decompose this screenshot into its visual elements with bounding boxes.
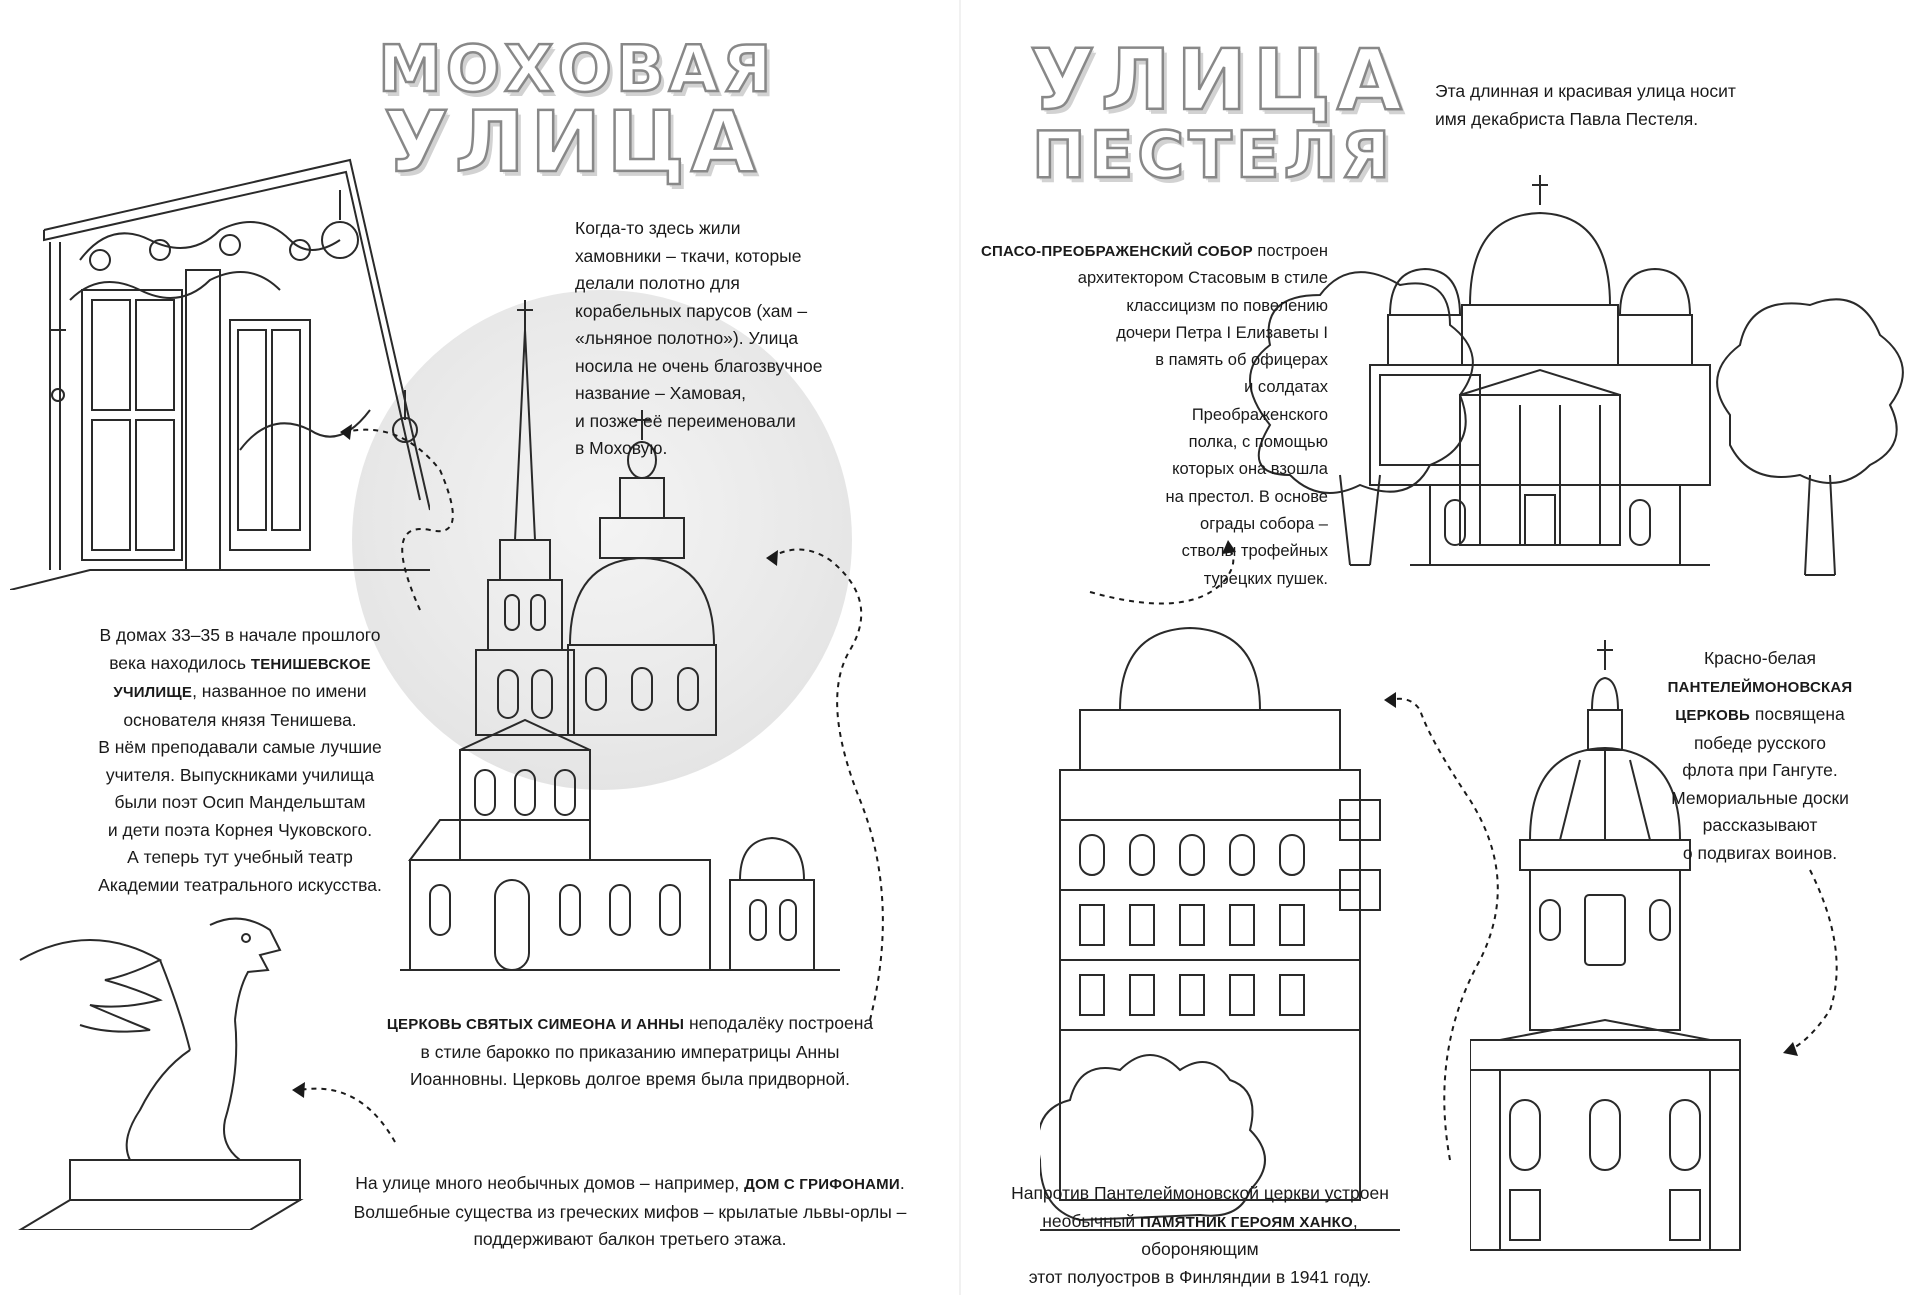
griffins-line: поддерживают балкон третьего этажа. [473,1229,787,1249]
tenishev-line: учителя. Выпускниками училища [105,764,375,785]
right-page: УЛИЦА ПЕСТЕЛЯ Эта длинная и красивая ули… [960,0,1920,1295]
church-line: в стиле барокко по приказанию императриц… [420,1041,840,1062]
cathedral-bold: СПАСО-ПРЕОБРАЖЕНСКИЙ СОБОР [980,243,1253,260]
page-gutter [959,0,961,1295]
tenishev-line: века находилось ТЕНИШЕВСКОЕ [109,652,371,673]
intro-line: Когда-то здесь жили [575,218,741,238]
cathedral-line: полка, с помощью [1188,433,1328,452]
intro-line: хамовники – ткачи, которые [575,245,802,266]
tenishev-line: основателя князя Тенишева. [123,709,357,730]
church-simeon-anna-text: ЦЕРКОВЬ СВЯТЫХ СИМЕОНА И АННЫ неподалёку… [385,1010,875,1094]
panteleimon-bold: ПАНТЕЛЕЙМОНОВСКАЯ [1667,678,1853,696]
church-simeon-anna-illustration [400,300,840,980]
tenishev-line: В нём преподавали самые лучшие [98,737,382,757]
cathedral-line: в память об офицерах [1155,351,1328,370]
right-title-line2: ПЕСТЕЛЯ [1031,119,1395,193]
cathedral-line: стволы трофейных [1181,542,1328,561]
cathedral-text: СПАСО-ПРЕОБРАЖЕНСКИЙ СОБОР построен архи… [960,238,1328,593]
hanko-line: Напротив Пантелеймоновской церкви устрое… [1011,1183,1389,1203]
panteleimon-line: флота при Гангуте. [1682,760,1838,780]
cathedral-line: СПАСО-ПРЕОБРАЖЕНСКИЙ СОБОР построен [980,242,1328,260]
cathedral-illustration [1230,175,1910,625]
tenishev-text: В домах 33–35 в начале прошлого века нах… [80,622,400,899]
tenishev-line: были поэт Осип Мандельштам [114,792,366,812]
intro-line: «льняное полотно»). Улица [575,328,799,348]
hanko-line: необычный ПАМЯТНИК ГЕРОЯМ ХАНКО, обороня… [1042,1210,1358,1260]
panteleimon-church-illustration [1470,640,1750,1260]
awning-illustration [10,150,430,590]
hanko-line: этот полуостров в Финляндии в 1941 году. [1028,1266,1372,1287]
intro-line: название – Хамовая, [575,383,747,403]
tenishev-line: УЧИЛИЩЕ, названное по имени [113,681,367,701]
griffin-illustration [10,900,310,1230]
panteleimon-line: рассказывают [1702,815,1818,835]
intro-line: и позже её переименовали [575,410,796,431]
pestel-intro-text: Эта длинная и красивая улица носит имя д… [1435,78,1736,133]
griffins-bold: ДОМ С ГРИФОНАМИ [744,1176,900,1193]
tenishev-line: Академии театрального искусства. [98,874,382,895]
panteleimon-line: Красно-белая [1703,648,1817,668]
hanko-bold: ПАМЯТНИК ГЕРОЯМ ХАНКО [1139,1213,1353,1231]
tenishev-line: А теперь тут учебный театр [127,847,353,867]
left-title-line1: МОХОВАЯ [377,33,776,107]
panteleimon-line: ПАНТЕЛЕЙМОНОВСКАЯ [1630,673,1890,702]
cathedral-line: Преображенского [1191,405,1328,424]
tenishev-bold: УЧИЛИЩЕ [113,684,193,701]
cathedral-line: классицизм по повелению [1126,296,1328,315]
cathedral-line: турецких пушек. [1203,569,1328,588]
tenishev-line: и дети поэта Корнея Чуковского. [107,819,373,840]
intro-line: корабельных парусов (хам – [575,300,808,321]
cathedral-line: и солдатах [1244,378,1328,397]
intro-line: делали полотно для [575,273,740,293]
intro-text: Когда-то здесь жили хамовники – ткачи, к… [575,215,822,463]
panteleimon-line: победе русского [1693,732,1827,753]
panteleimon-line: Мемориальные доски [1671,787,1849,808]
hanko-text: Напротив Пантелеймоновской церкви устрое… [990,1180,1410,1291]
left-page: МОХОВАЯ УЛИЦА [10,33,945,1254]
pestel-intro-line: Эта длинная и красивая улица носит [1435,81,1736,101]
griffins-line: На улице много необычных домов – наприме… [355,1173,905,1193]
intro-line: носила не очень благозвучное [575,355,823,376]
panteleimon-line: о подвигах воинов. [1682,842,1838,863]
tenishev-line: В домах 33–35 в начале прошлого [99,625,381,645]
panteleimon-text: Красно-белая ПАНТЕЛЕЙМОНОВСКАЯ ЦЕРКОВЬ п… [1630,645,1890,867]
griffins-line: Волшебные существа из греческих мифов – … [353,1201,907,1222]
cathedral-line: архитектором Стасовым в стиле [1077,269,1328,288]
griffins-text: На улице много необычных домов – наприме… [315,1170,945,1254]
panteleimon-line: ЦЕРКОВЬ посвящена [1675,704,1845,724]
cathedral-line: ограды собора – [1200,514,1328,533]
cathedral-line: дочери Петра I Елизаветы I [1116,323,1328,342]
house-illustration [1040,620,1400,1240]
pestel-intro-line: имя декабриста Павла Пестеля. [1435,108,1699,129]
tenishev-bold: ТЕНИШЕВСКОЕ [250,655,371,673]
cathedral-line: которых она взошла [1172,460,1328,479]
panteleimon-bold: ЦЕРКОВЬ [1675,707,1751,724]
cathedral-line: на престол. В основе [1165,487,1328,506]
right-title-line1: УЛИЦА [1029,31,1408,129]
church-bold: ЦЕРКОВЬ СВЯТЫХ СИМЕОНА И АННЫ [386,1016,685,1033]
church-line: Иоанновны. Церковь долгое время была при… [409,1069,851,1089]
intro-line: в Моховую. [575,438,668,458]
left-title-line2: УЛИЦА [383,93,762,191]
church-line: ЦЕРКОВЬ СВЯТЫХ СИМЕОНА И АННЫ неподалёку… [386,1013,874,1033]
